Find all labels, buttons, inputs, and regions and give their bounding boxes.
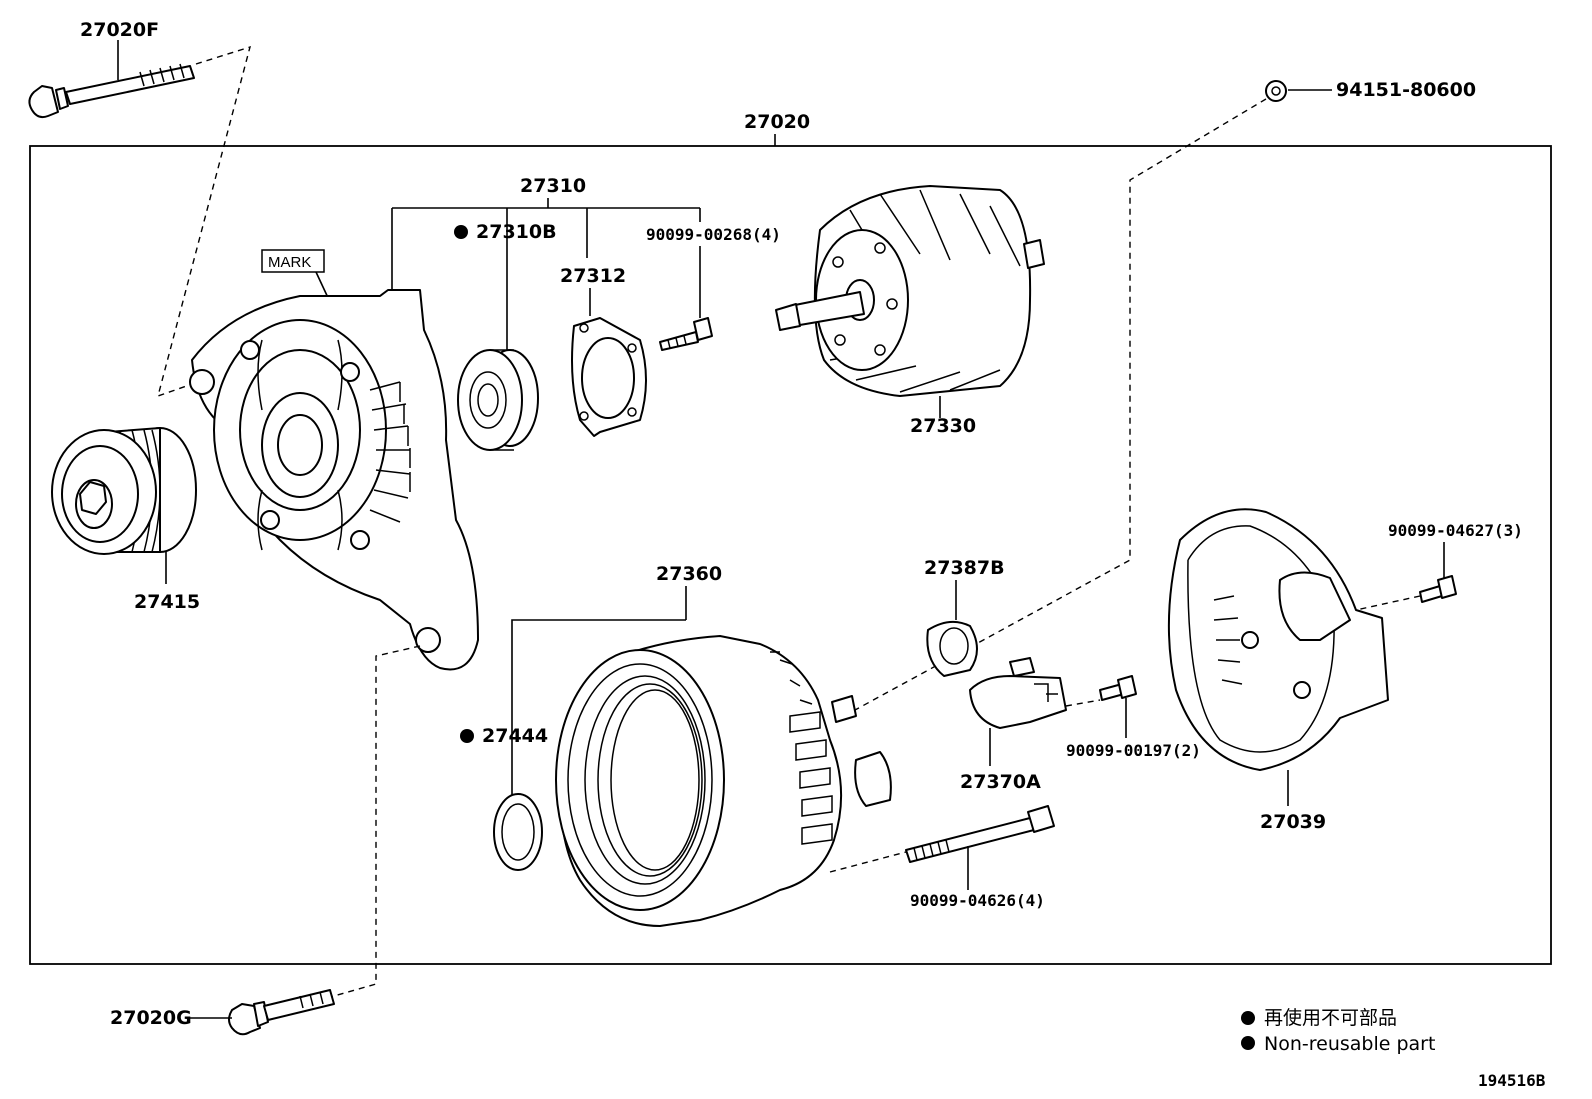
nonreusable-dot-27444 xyxy=(460,729,474,743)
seal-27444 xyxy=(493,793,543,871)
label-27415: 27415 xyxy=(134,591,200,613)
label-90099-00268: 90099-00268(4) xyxy=(646,225,781,244)
label-90099-04627: 90099-04627(3) xyxy=(1388,521,1523,540)
retainer-27312 xyxy=(571,317,647,437)
label-27370A: 27370A xyxy=(960,771,1041,793)
stator-27360 xyxy=(555,635,892,927)
regulator-27370A xyxy=(969,657,1067,729)
legend-text-jp: 再使用不可部品 xyxy=(1264,1007,1397,1029)
mark-box xyxy=(261,249,325,273)
pulley-27415 xyxy=(51,427,197,555)
rear-cover-27039 xyxy=(1167,508,1389,771)
drive-end-frame xyxy=(189,289,479,671)
bolt-90099-04626 xyxy=(905,805,1055,863)
label-90099-00197: 90099-00197(2) xyxy=(1066,741,1201,760)
screw-90099-00268 xyxy=(659,317,713,351)
label-27020G: 27020G xyxy=(110,1007,192,1029)
assembly-frame xyxy=(29,145,1552,965)
bolt-27020G xyxy=(228,989,335,1036)
label-94151-80600: 94151-80600 xyxy=(1336,79,1476,101)
label-27330: 27330 xyxy=(910,415,976,437)
label-27444: 27444 xyxy=(482,725,548,747)
screw-90099-00197 xyxy=(1099,675,1137,701)
screw-90099-04627 xyxy=(1419,575,1457,603)
label-27020: 27020 xyxy=(744,111,810,133)
label-27310B: 27310B xyxy=(476,221,557,243)
legend-text-en: Non-reusable part xyxy=(1264,1033,1435,1055)
label-27020F: 27020F xyxy=(80,19,159,41)
cover-27387B xyxy=(926,620,978,677)
nonreusable-dot-27310B xyxy=(454,225,468,239)
label-27312: 27312 xyxy=(560,265,626,287)
label-mark: MARK xyxy=(268,254,311,271)
label-27387B: 27387B xyxy=(924,557,1005,579)
bolt-27020F xyxy=(28,63,195,119)
label-90099-04626: 90099-04626(4) xyxy=(910,891,1045,910)
label-27039: 27039 xyxy=(1260,811,1326,833)
label-27360: 27360 xyxy=(656,563,722,585)
legend-dot-jp xyxy=(1241,1011,1255,1025)
rotor-27330 xyxy=(775,185,1045,397)
label-27310: 27310 xyxy=(520,175,586,197)
figure-id: 194516B xyxy=(1478,1071,1546,1090)
bearing-27310B xyxy=(457,349,539,451)
nut-94151-80600 xyxy=(1265,80,1287,102)
legend-dot-en xyxy=(1241,1036,1255,1050)
